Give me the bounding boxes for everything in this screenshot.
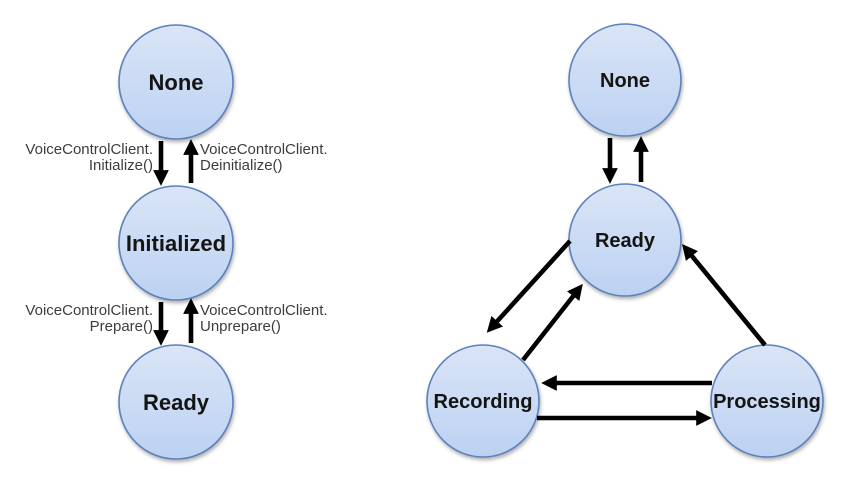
transition-label-prepare-line1: VoiceControlClient. [25,302,153,319]
transition-label-initialize-line1: VoiceControlClient. [25,141,153,158]
state-label-right-recording: Recording [434,391,533,413]
state-label-right-none: None [600,70,650,92]
state-circle-left-none [118,24,234,140]
arrow-recording-to-ready [521,283,583,362]
state-circle-right-ready [568,183,682,297]
transition-label-deinitialize-line2: Deinitialize() [200,157,283,174]
state-circles [118,23,824,460]
transition-label-unprepare-line2: Unprepare() [200,318,281,335]
transition-labels: VoiceControlClient. Initialize() VoiceCo… [25,141,327,335]
transition-label-initialize-line2: Initialize() [89,157,153,174]
arrow-ready-to-recording [486,239,572,333]
state-circle-right-processing [710,344,824,458]
state-label-left-ready: Ready [143,390,210,415]
state-circle-right-none [568,23,682,137]
state-label-right-processing: Processing [713,391,821,413]
transition-label-unprepare-line1: VoiceControlClient. [200,302,328,319]
transition-label-prepare-line2: Prepare() [90,318,153,335]
state-label-right-ready: Ready [595,230,656,252]
transition-label-deinitialize-line1: VoiceControlClient. [200,141,328,158]
state-circle-left-ready [118,344,234,460]
state-circle-left-initialized [118,185,234,301]
state-circle-right-recording [426,344,540,458]
state-labels: None Initialized Ready None Ready Record… [126,70,821,415]
state-label-left-initialized: Initialized [126,231,226,256]
state-label-left-none: None [149,70,204,95]
transition-arrows [153,136,767,426]
arrow-processing-to-ready [682,243,767,347]
